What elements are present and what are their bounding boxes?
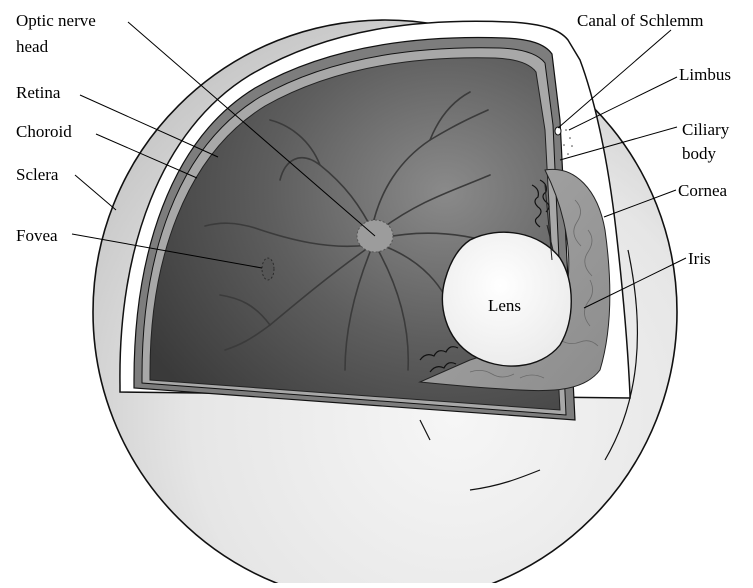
label-ciliary-line2: body bbox=[682, 144, 717, 163]
label-cornea: Cornea bbox=[678, 181, 728, 200]
label-fovea: Fovea bbox=[16, 226, 58, 245]
label-lens: Lens bbox=[488, 296, 521, 315]
label-sclera: Sclera bbox=[16, 165, 59, 184]
label-ciliary-line1: Ciliary bbox=[682, 120, 730, 139]
fovea-spot bbox=[262, 258, 274, 280]
label-retina: Retina bbox=[16, 83, 61, 102]
label-limbus: Limbus bbox=[679, 65, 731, 84]
label-choroid: Choroid bbox=[16, 122, 72, 141]
label-optic-nerve-line1: Optic nerve bbox=[16, 11, 96, 30]
label-canal-of-schlemm: Canal of Schlemm bbox=[577, 11, 704, 30]
label-iris: Iris bbox=[688, 249, 711, 268]
label-optic-nerve-line2: head bbox=[16, 37, 49, 56]
canal-of-schlemm-mark bbox=[555, 127, 561, 135]
